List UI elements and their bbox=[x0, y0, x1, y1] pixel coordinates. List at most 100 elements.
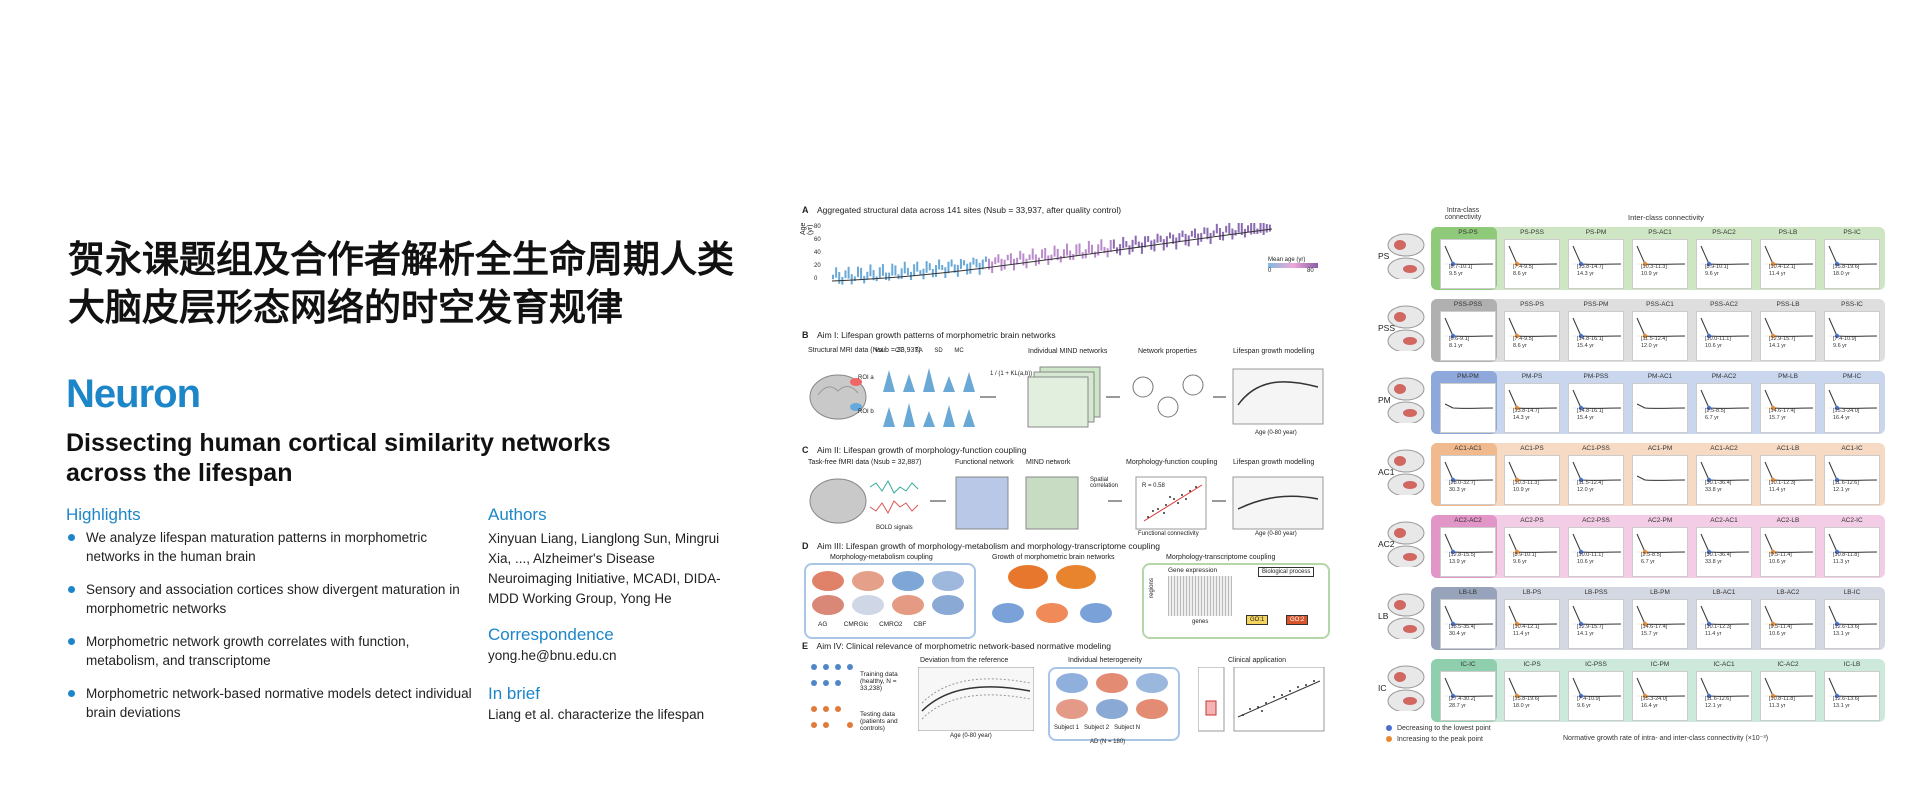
row-label: AC1 bbox=[1378, 467, 1395, 477]
site-box bbox=[1184, 233, 1187, 246]
site-box bbox=[928, 263, 931, 271]
growth-cell: PM-PS[13.8-14.7]14.3 yr bbox=[1504, 373, 1560, 433]
site-box bbox=[878, 267, 881, 278]
panel-e-title: Aim IV: Clinical relevance of morphometr… bbox=[816, 641, 1112, 651]
growth-curve bbox=[1700, 677, 1750, 699]
growth-cell: LB-AC1[10.1-12.3]11.4 yr bbox=[1696, 589, 1752, 649]
peak-age-annotation: [9.5-11.4]10.6 yr bbox=[1769, 624, 1792, 637]
panel-a-title: Aggregated structural data across 141 si… bbox=[817, 205, 1122, 215]
growth-cell: AC2-AC1[30.1-36.4]33.8 yr bbox=[1696, 517, 1752, 577]
growth-curve bbox=[1828, 317, 1878, 339]
cell-title: AC1-AC1 bbox=[1454, 445, 1482, 452]
subject-label: Subject N bbox=[1114, 725, 1141, 731]
panel-c-functional: Functional network bbox=[955, 459, 1014, 466]
brain-region-icon bbox=[1387, 521, 1425, 567]
site-box bbox=[1181, 230, 1184, 238]
site-box bbox=[1203, 227, 1206, 234]
site-box bbox=[853, 276, 856, 282]
paper-title-line-1: Dissecting human cortical similarity net… bbox=[66, 429, 611, 457]
site-box bbox=[835, 267, 838, 278]
feature-label: SA bbox=[914, 348, 923, 354]
cell-title: LB-PSS bbox=[1584, 589, 1608, 596]
panel-b-xlabel: Age (0-80 year) bbox=[1255, 430, 1297, 436]
peak-age-annotation: [11.5-12.4]12.0 yr bbox=[1577, 480, 1603, 493]
cell-title: PSS-AC1 bbox=[1646, 301, 1674, 308]
growth-cell: PSS-AC1[11.5-12.4]12.0 yr bbox=[1632, 301, 1688, 361]
growth-curve bbox=[1764, 389, 1814, 411]
growth-cell: PM-AC2[2.5-8.5]6.7 yr bbox=[1696, 373, 1752, 433]
authors-text: Xinyuan Liang, Lianglong Sun, Mingrui Xi… bbox=[488, 531, 721, 606]
metabolism-labels: AG CMRGlc CMRO2 CBF bbox=[818, 621, 978, 628]
clinical-application-plots bbox=[1198, 667, 1325, 732]
training-data-label: Training data (healthy, N = 33,238) bbox=[860, 671, 898, 692]
correspondence-email[interactable]: yong.he@bnu.edu.cn bbox=[488, 648, 617, 663]
panel-e-xlabel: Age (0-80 year) bbox=[950, 733, 992, 739]
site-box bbox=[1159, 235, 1162, 242]
growth-cell: PS-IC[15.8-19.6]18.0 yr bbox=[1824, 229, 1880, 289]
metabolism-brains bbox=[812, 571, 964, 615]
site-box bbox=[1178, 233, 1181, 243]
panel-a-legend-title: Mean age (yr) bbox=[1268, 257, 1306, 263]
peak-age-annotation: [10.4-12.1]11.4 yr bbox=[1769, 264, 1796, 277]
panel-e-clinical: Clinical application bbox=[1228, 657, 1286, 664]
site-box bbox=[934, 265, 937, 277]
site-box bbox=[1009, 253, 1012, 265]
growth-cell: AC1-PSS[11.5-12.4]12.0 yr bbox=[1568, 445, 1624, 505]
panel-c-label: C bbox=[802, 445, 809, 455]
cell-title: LB-PM bbox=[1650, 589, 1670, 596]
growth-curve bbox=[1572, 605, 1622, 627]
peak-age-annotation: [15.8-19.6]18.0 yr bbox=[1513, 696, 1540, 709]
gene-expression-label: Gene expression bbox=[1168, 567, 1218, 574]
peak-age-annotation: [12.6-13.6]13.1 yr bbox=[1833, 696, 1860, 709]
brain-region-icon bbox=[1387, 449, 1425, 495]
site-box bbox=[916, 261, 919, 272]
site-box bbox=[1175, 237, 1178, 250]
site-box bbox=[1028, 254, 1031, 261]
growth-curve bbox=[1764, 605, 1814, 627]
growth-curve bbox=[1636, 245, 1686, 267]
cell-title: LB-AC1 bbox=[1712, 589, 1736, 596]
subject-label: Subject 1 bbox=[1054, 725, 1080, 731]
site-box bbox=[1128, 245, 1131, 255]
panel-d-growth: Growth of morphometric brain networks bbox=[992, 554, 1115, 561]
panel-b-mind: Individual MIND networks bbox=[1028, 348, 1108, 355]
site-box bbox=[866, 271, 869, 280]
site-box bbox=[1218, 227, 1221, 240]
cell-title: IC-IC bbox=[1460, 661, 1476, 668]
panel-a-header: A Aggregated structural data across 141 … bbox=[802, 205, 1121, 215]
cell-title: PM-IC bbox=[1842, 373, 1862, 380]
growth-brains bbox=[992, 565, 1112, 623]
graphical-abstract-figure: A Aggregated structural data across 141 … bbox=[800, 205, 1330, 745]
panel-a-ylabel: Age (yr) bbox=[800, 222, 814, 235]
biological-process-label: Biological process bbox=[1258, 567, 1315, 577]
growth-curve bbox=[1444, 533, 1494, 555]
site-box bbox=[1109, 239, 1112, 252]
growth-curve bbox=[1508, 605, 1558, 627]
growth-curve bbox=[1444, 605, 1494, 627]
legend-decreasing-label: Decreasing to the lowest point bbox=[1396, 725, 1491, 732]
growth-cell: PSS-PS[7.4-9.5]8.6 yr bbox=[1504, 301, 1560, 361]
peak-age-annotation: [10.3-11.3]10.9 yr bbox=[1513, 480, 1539, 493]
site-box bbox=[994, 257, 997, 265]
peak-age-annotation: [10.4-12.1]11.4 yr bbox=[1513, 624, 1540, 637]
panel-b-title: Aim I: Lifespan growth patterns of morph… bbox=[817, 330, 1056, 340]
site-box bbox=[1044, 247, 1047, 260]
site-box bbox=[1094, 251, 1097, 258]
gene-expression-matrix bbox=[1168, 576, 1232, 616]
row-label: AC2 bbox=[1378, 539, 1395, 549]
site-box bbox=[850, 274, 853, 285]
peak-age-annotation: [12.9-15.7]14.1 yr bbox=[1577, 624, 1604, 637]
site-box bbox=[969, 262, 972, 274]
age-color-scale bbox=[1268, 263, 1318, 268]
panel-d-transcriptome: Morphology-transcriptome coupling bbox=[1166, 554, 1276, 561]
growth-curve bbox=[1572, 389, 1622, 411]
cell-title: IC-LB bbox=[1843, 661, 1861, 668]
growth-curve bbox=[1700, 461, 1750, 483]
site-box bbox=[1193, 228, 1196, 239]
site-box bbox=[1097, 244, 1100, 256]
site-box bbox=[1134, 235, 1137, 245]
row-label: LB bbox=[1378, 611, 1389, 621]
site-box bbox=[988, 258, 991, 270]
growth-curve bbox=[1636, 475, 1686, 481]
panel-c-xlabel: Age (0-80 year) bbox=[1255, 531, 1297, 537]
